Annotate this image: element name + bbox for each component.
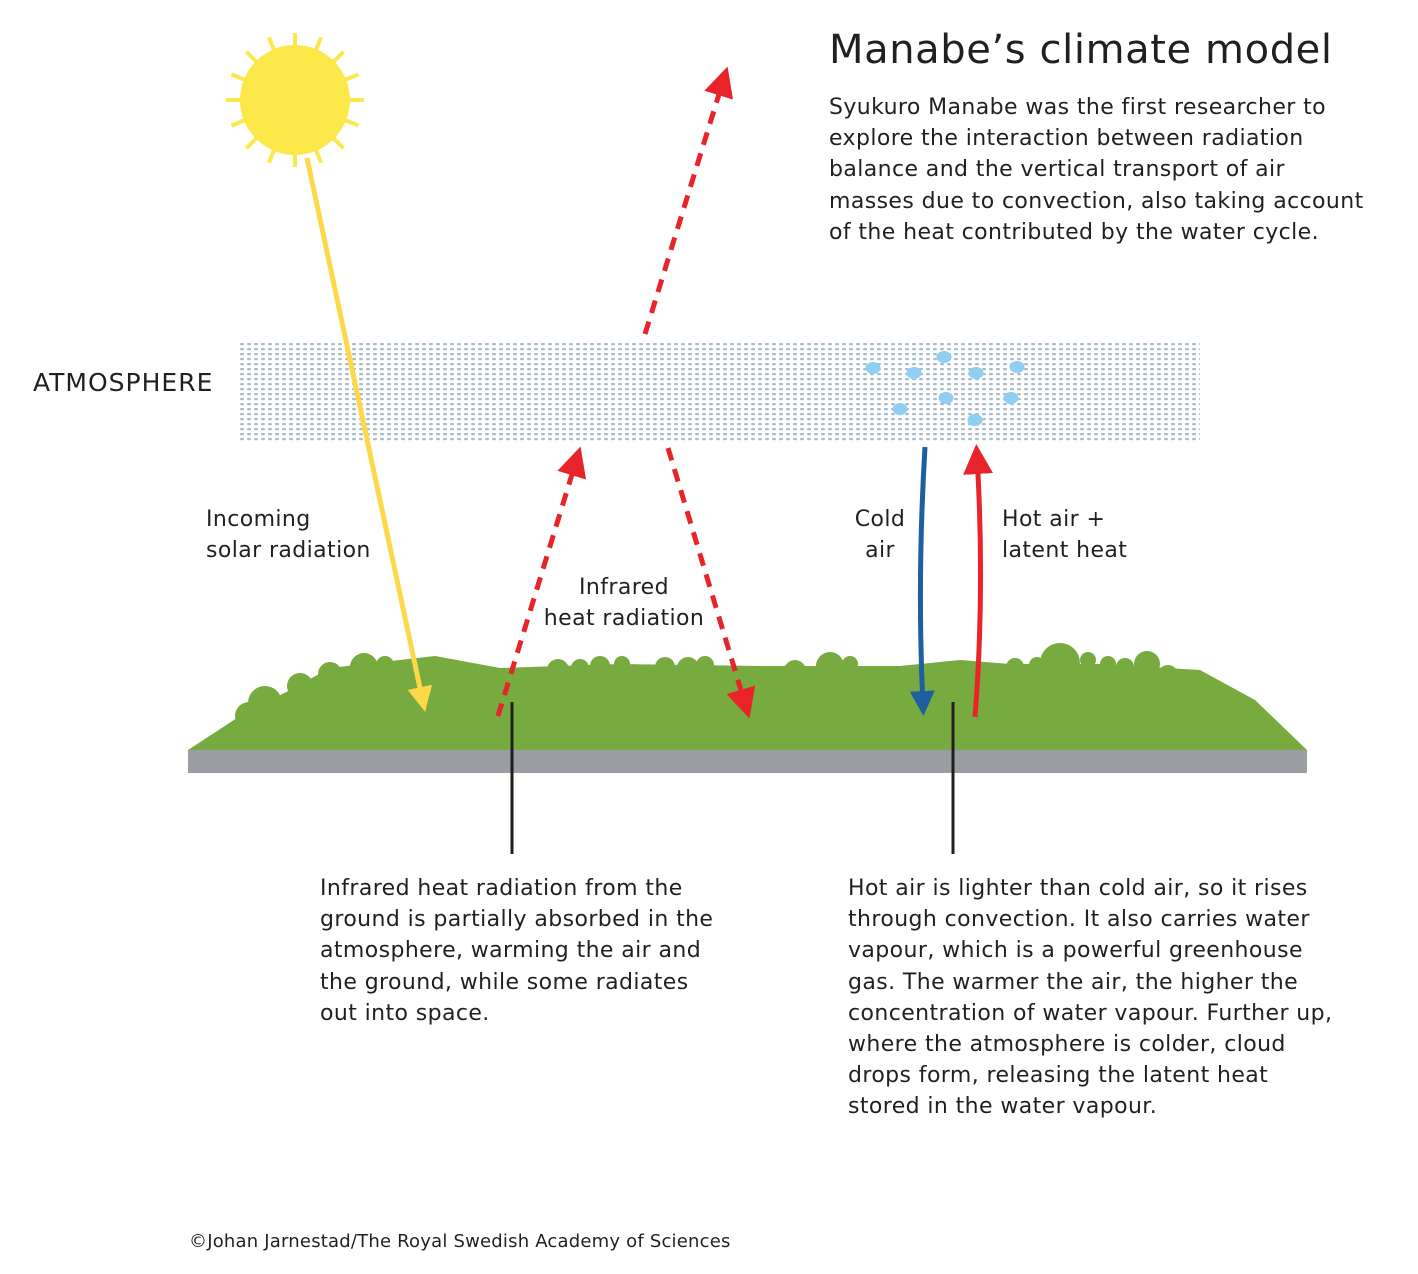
atmosphere-band <box>240 343 1200 443</box>
intro-text: Syukuro Manabe was the first researcher … <box>829 95 1364 245</box>
credit-line: ©Johan Jarnestad/The Royal Swedish Acade… <box>189 1231 731 1252</box>
cold-air-arrow <box>909 446 935 716</box>
hot-air-arrow <box>963 444 994 718</box>
infrared-down-arrow <box>665 447 756 719</box>
ground-vegetation <box>188 643 1307 750</box>
infrared-up-arrow <box>495 446 587 717</box>
infrared-label: Infrared heat radiation <box>543 575 705 631</box>
ground-base <box>188 750 1307 773</box>
sun-icon <box>226 33 364 167</box>
solar-radiation-arrow <box>304 157 433 712</box>
infrared-space-arrow <box>642 66 734 335</box>
cloud-droplets <box>865 351 1025 426</box>
diagram-title: Manabe’s climate model <box>829 27 1333 73</box>
hot-air-label: Hot air + latent heat <box>1002 507 1128 563</box>
cold-air-label: Cold air <box>854 507 906 563</box>
solar-radiation-label: Incoming solar radiation <box>206 507 371 563</box>
infrared-description: Infrared heat radiation from the ground … <box>320 876 714 1026</box>
atmosphere-label: ATMOSPHERE <box>33 368 214 397</box>
convection-description: Hot air is lighter than cold air, so it … <box>848 876 1333 1120</box>
